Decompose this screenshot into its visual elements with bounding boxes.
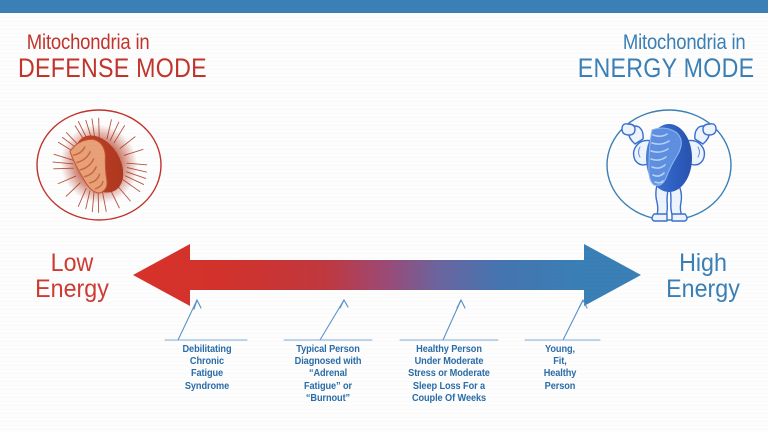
callout-line: Stress or Moderate (408, 368, 490, 380)
callout-line: “Burnout” (305, 392, 351, 404)
heading-energy-mode: Mitochondria in ENERGY MODE (549, 32, 754, 82)
callout-line: Healthy (543, 368, 577, 380)
callout-line: Healthy Person (416, 344, 482, 355)
callout-line: Person (544, 380, 576, 392)
high-energy-line2: Energy (666, 275, 740, 303)
high-energy-line1: High (679, 249, 727, 277)
heading-energy-line1: Mitochondria in (622, 31, 746, 54)
low-energy-line2: Energy (35, 275, 109, 303)
callout-line: Young, (545, 344, 575, 355)
callout-line: Diagnosed with (294, 356, 362, 368)
callout-line: Couple Of Weeks (411, 392, 487, 404)
low-energy-line1: Low (50, 249, 94, 277)
top-accent-bar (0, 0, 768, 13)
callout-line: “Adrenal (308, 368, 348, 380)
callout-line: Fatigue” or (303, 380, 353, 392)
spiky-mitochondrion-icon (34, 106, 164, 224)
callout-line: Chronic (189, 356, 225, 368)
callout-line: Fatigue (190, 368, 224, 380)
callout-line: Syndrome (184, 380, 230, 392)
callout-line: Fit, (553, 356, 567, 368)
callout-line: Sleep Loss For a (412, 380, 486, 392)
callout-line: Debilitating (182, 344, 232, 355)
callout-line: Typical Person (296, 344, 360, 355)
heading-defense-line2: DEFENSE MODE (18, 53, 207, 83)
callout-healthy-person-moderate-stress: Healthy Person Under Moderate Stress or … (397, 344, 501, 405)
flexing-muscular-mitochondrion-icon (604, 106, 734, 224)
high-energy-label: High Energy (648, 250, 758, 302)
heading-defense-mode: Mitochondria in DEFENSE MODE (18, 32, 238, 82)
callout-adrenal-fatigue-burnout: Typical Person Diagnosed with “Adrenal F… (280, 344, 376, 405)
low-energy-label: Low Energy (16, 250, 128, 302)
energy-spectrum-arrow (128, 238, 646, 314)
callout-young-fit-healthy-person: Young, Fit, Healthy Person (521, 344, 599, 393)
callout-line: Under Moderate (414, 356, 484, 368)
heading-defense-line1: Mitochondria in (26, 31, 150, 54)
heading-energy-line2: ENERGY MODE (577, 53, 754, 83)
callout-debilitating-chronic-fatigue-syndrome: Debilitating Chronic Fatigue Syndrome (163, 344, 251, 393)
